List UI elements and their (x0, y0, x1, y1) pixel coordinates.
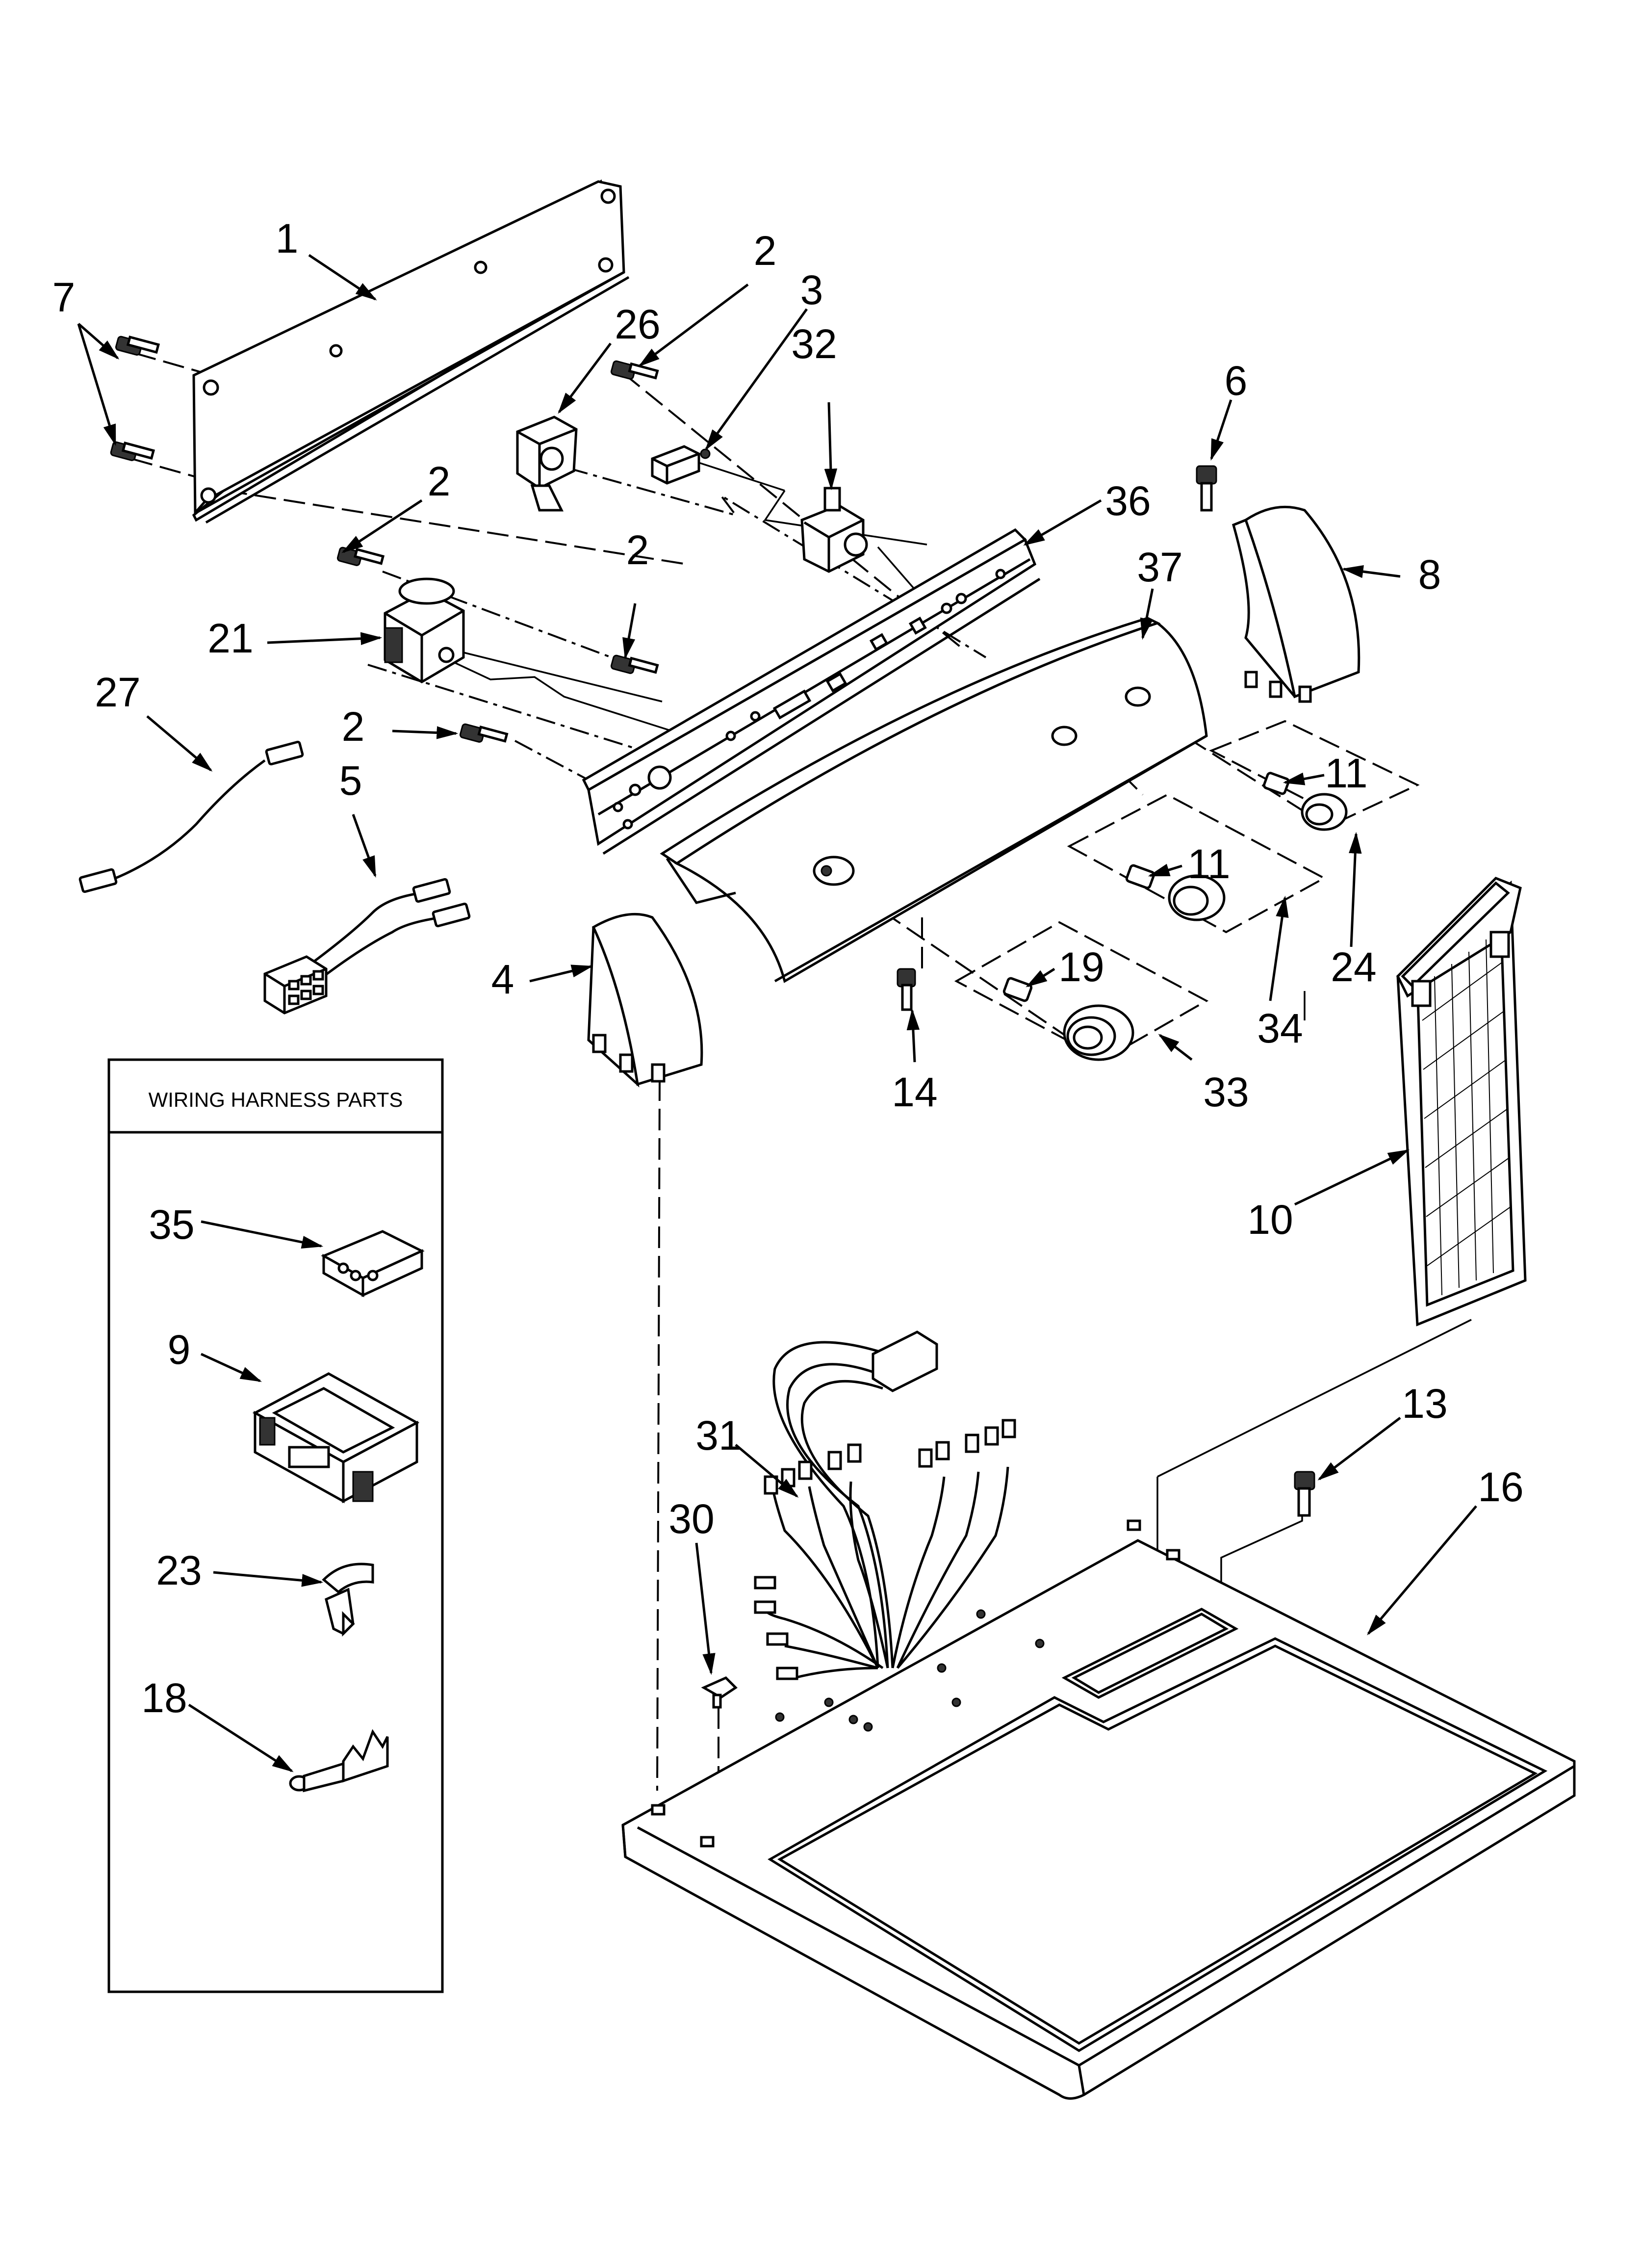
callout-9: 9 (168, 1327, 191, 1373)
knob-insert-19 (1002, 977, 1033, 1002)
valve-32 (800, 487, 868, 573)
lint-screen-10 (1396, 877, 1527, 1327)
callout-26: 26 (615, 301, 660, 347)
callout-23: 23 (156, 1547, 202, 1593)
callout-13: 13 (1402, 1381, 1447, 1427)
callout-1: 1 (276, 215, 299, 261)
connector-35 (321, 1230, 425, 1298)
callout-2: 2 (626, 527, 649, 573)
clip-23 (322, 1563, 374, 1637)
callout-16: 16 (1478, 1464, 1523, 1510)
wire-27 (78, 740, 304, 893)
callout-37: 37 (1137, 544, 1182, 590)
knob-11-upper (1301, 793, 1348, 831)
screw-2-mid (610, 654, 659, 674)
switch-26 (516, 416, 578, 512)
callout-11: 11 (1187, 841, 1230, 887)
callout-7: 7 (52, 274, 76, 320)
top-panel-16 (621, 1519, 1576, 2100)
rear-panel (192, 179, 630, 524)
callout-18: 18 (141, 1675, 187, 1721)
wiring-harness-inset: WIRING HARNESS PARTS (107, 1058, 444, 1993)
callout-6: 6 (1225, 358, 1248, 404)
knob-insert-11-upper (1262, 772, 1290, 795)
clip-30 (701, 1676, 738, 1709)
callout-10: 10 (1247, 1197, 1293, 1243)
screw-14 (897, 968, 916, 1011)
screw-2-lower (459, 723, 509, 743)
callout-labels: 1 2 2 2 2 3 4 5 6 7 8 9 10 11 11 13 14 1… (52, 215, 1524, 1721)
callout-21: 21 (207, 615, 253, 661)
knob-insert-11-lower (1125, 864, 1155, 889)
end-cap-4 (587, 912, 703, 1088)
callout-2: 2 (342, 704, 365, 750)
screw-2-left-timer (336, 547, 385, 566)
callout-31: 31 (695, 1412, 741, 1459)
callout-arrows (77, 254, 1477, 1773)
callout-33: 33 (1203, 1069, 1249, 1115)
screw-7-lower (110, 441, 155, 461)
control-bracket-36 (582, 528, 1041, 855)
screw-2-top (610, 360, 659, 380)
callout-32: 32 (791, 321, 837, 367)
screw-6 (1196, 465, 1217, 512)
console-37 (660, 617, 1208, 983)
callout-24: 24 (1331, 944, 1376, 990)
connector-3 (651, 445, 711, 485)
callout-4: 4 (491, 956, 514, 1002)
callout-2: 2 (428, 458, 451, 504)
callout-30: 30 (668, 1496, 714, 1542)
callout-11: 11 (1325, 750, 1367, 796)
knob-19 (1063, 1004, 1134, 1061)
timer-21 (384, 577, 465, 683)
end-cap-8 (1232, 505, 1360, 703)
callout-27: 27 (95, 669, 140, 715)
wiring-harness-31 (754, 1330, 1016, 1680)
harness-5 (263, 878, 471, 1015)
terminal-18 (289, 1729, 389, 1793)
callout-8: 8 (1418, 551, 1441, 598)
callout-5: 5 (339, 757, 362, 804)
terminal-block-9 (252, 1372, 420, 1504)
screw-13 (1294, 1471, 1315, 1517)
lint-screen-mesh (1422, 939, 1511, 1296)
callout-14: 14 (892, 1069, 937, 1115)
inset-title: WIRING HARNESS PARTS (149, 1088, 403, 1111)
knob-11-lower (1168, 874, 1226, 921)
callout-34: 34 (1257, 1005, 1303, 1051)
callout-19: 19 (1058, 944, 1104, 990)
callout-35: 35 (149, 1201, 194, 1248)
callout-36: 36 (1105, 478, 1151, 524)
screw-7-upper (115, 335, 160, 356)
callout-2: 2 (754, 228, 777, 274)
callout-3: 3 (800, 267, 823, 313)
